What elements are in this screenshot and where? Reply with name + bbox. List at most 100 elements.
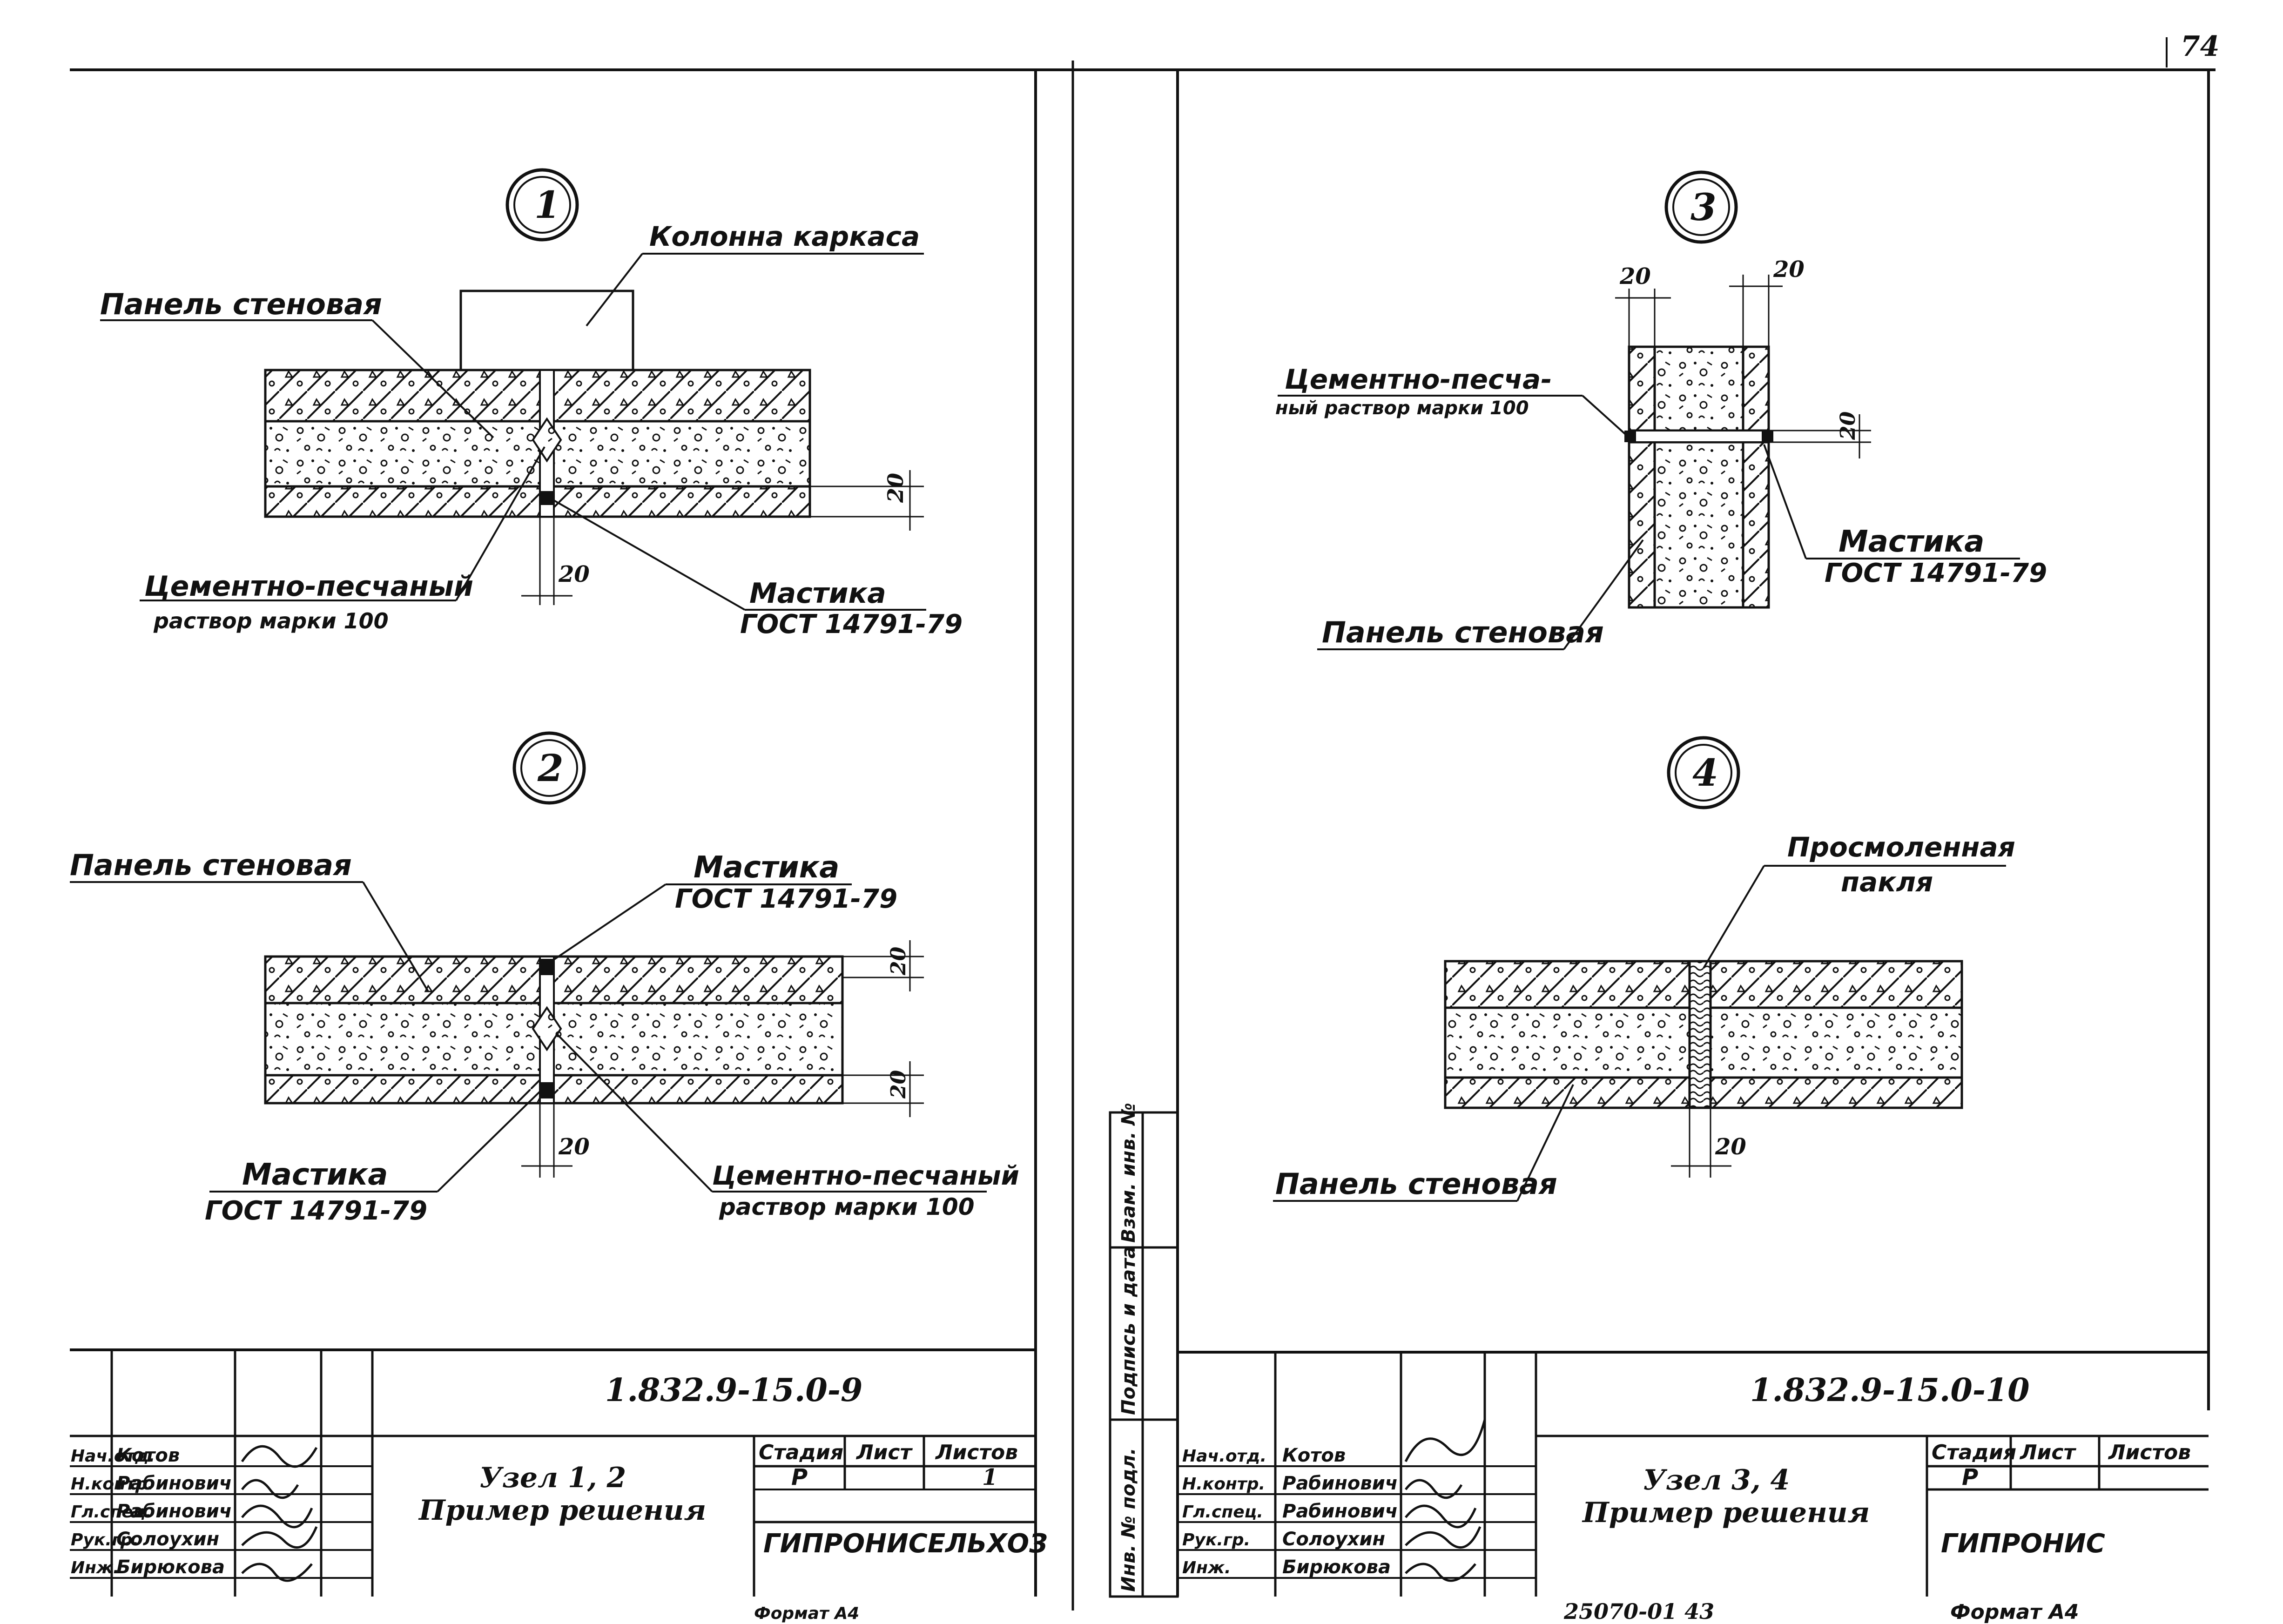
strip-sign-label: Подпись и дата (1118, 1246, 1139, 1415)
node-4-number: 4 (1692, 751, 1718, 795)
column (459, 290, 634, 371)
right-row-3-name: Рабинович (1282, 1501, 1398, 1522)
mastic-fill (540, 491, 554, 505)
left-sheet-header: Лист (855, 1441, 913, 1464)
left-sheet: 1 (982, 1464, 997, 1490)
right-row-2-name: Рабинович (1282, 1473, 1398, 1494)
mastic-fill-left (1624, 431, 1636, 442)
node-3-dim-right: 20 (1773, 256, 1805, 283)
left-row-5-role: Инж. (71, 1558, 120, 1577)
right-copy-code: 25070-01 43 (1563, 1599, 1714, 1624)
node-1-dim-vertical: 20 (883, 473, 908, 503)
node-3-dim-joint: 20 (1836, 411, 1860, 440)
strip-inv-label: Инв. № подл. (1118, 1448, 1139, 1592)
left-title-2: Пример решения (418, 1494, 706, 1527)
vertical-strip: Инв. № подл. Подпись и дата Взам. инв. № (1109, 1103, 1179, 1598)
left-row-5-name: Бирюкова (116, 1557, 225, 1578)
left-stage: Р (791, 1464, 808, 1490)
right-row-1-role: Нач.отд. (1182, 1447, 1266, 1466)
right-stage-header: Стадия (1932, 1441, 2016, 1464)
node-2-mastic-bottom-label: Мастика (242, 1158, 388, 1192)
left-stage-header: Стадия (759, 1441, 843, 1464)
node-1-mastic-gost: ГОСТ 14791-79 (740, 609, 963, 640)
strip-replace-label: Взам. инв. № (1118, 1103, 1139, 1243)
node-1-mastic-label: Мастика (749, 577, 886, 610)
node-2-number: 2 (537, 746, 564, 790)
tow-fill (1688, 960, 1712, 1109)
node-2-mastic-bottom-gost: ГОСТ 14791-79 (205, 1196, 427, 1226)
node-3-marker (1664, 170, 1738, 244)
left-row-1-name: Котов (116, 1445, 180, 1466)
left-sheets-header: Листов (935, 1441, 1018, 1464)
title-block-left: 1.832.9-15.0-9 Узел 1, 2 Пример решения … (70, 1348, 1048, 1623)
left-format: Формат А4 (754, 1604, 859, 1623)
node-3-mortar-label-1: Цементно-песча- (1285, 364, 1552, 395)
left-row-3-role: Гл.спец. (71, 1503, 152, 1522)
right-title-1: Узел 3, 4 (1643, 1464, 1790, 1496)
node-4-marker (1667, 736, 1740, 809)
node-1: 1 Колонна каркаса Панель стеновая Цемент… (100, 168, 963, 640)
mortar-fill-2 (532, 1006, 562, 1051)
mastic-fill-top (540, 959, 554, 975)
node-1-dim-joint: 20 (558, 561, 590, 587)
left-row-2-name: Рабинович (116, 1473, 232, 1494)
right-row-4-name: Солоухин (1282, 1529, 1385, 1550)
node-2-mortar-label-2: раствор марки 100 (719, 1193, 975, 1220)
right-row-3-role: Гл.спец. (1182, 1503, 1263, 1522)
left-row-2-role: Н.контр. (71, 1475, 154, 1494)
left-row-3-name: Рабинович (116, 1501, 232, 1522)
column-label: Колонна каркаса (649, 221, 920, 252)
right-row-2-role: Н.контр. (1182, 1475, 1265, 1494)
node-4-tow-label-2: пакля (1841, 866, 1933, 898)
node-2-dim-bottom: 20 (887, 1070, 910, 1099)
node-4-dim-joint: 20 (1715, 1134, 1746, 1160)
node-2-panel-label: Панель стеновая (70, 848, 352, 882)
node-2-marker (512, 731, 586, 805)
node-3-panel-label: Панель стеновая (1322, 615, 1604, 649)
node-1-panel-label: Панель стеновая (100, 287, 382, 321)
right-sheet-header: Лист (2019, 1441, 2076, 1464)
node-1-mortar-label-2: раствор марки 100 (153, 608, 389, 633)
node-2-dim-top: 20 (887, 946, 910, 976)
node-4-tow-label-1: Просмоленная (1787, 831, 2015, 863)
node-2: 2 Панель стеновая Мастика ГОСТ 14791-79 … (70, 731, 1019, 1226)
mastic-fill-bottom (540, 1082, 554, 1098)
node-3-mastic-gost: ГОСТ 14791-79 (1825, 558, 2047, 588)
node-3: 3 20 20 20 Цементно-песча- ный раствор м… (1275, 170, 2047, 650)
mastic-fill-right (1762, 431, 1773, 442)
node-2-mastic-top-label: Мастика (694, 850, 839, 885)
left-doc-number: 1.832.9-15.0-9 (605, 1372, 862, 1409)
node-4: 4 Просмоленная пакля Панель стеновая 20 (1273, 736, 2015, 1202)
node-2-mastic-top-gost: ГОСТ 14791-79 (675, 884, 897, 914)
node-3-mastic-label: Мастика (1839, 525, 1984, 559)
left-signatures (241, 1445, 318, 1582)
node-4-panel-label: Панель стеновая (1275, 1167, 1557, 1201)
right-org: ГИПРОНИС (1941, 1529, 2105, 1559)
node-2-dim-joint: 20 (558, 1134, 590, 1160)
left-row-1-role: Нач.отд. (71, 1447, 155, 1466)
left-row-4-role: Рук.гр. (71, 1530, 139, 1550)
left-row-4-name: Солоухин (116, 1529, 219, 1550)
right-doc-number: 1.832.9-15.0-10 (1750, 1372, 2030, 1409)
node-1-marker (505, 168, 579, 242)
right-title-2: Пример решения (1582, 1496, 1870, 1529)
horizontal-joint (1628, 430, 1770, 443)
right-signatures (1404, 1419, 1486, 1582)
right-stage: Р (1962, 1464, 1978, 1490)
right-row-5-name: Бирюкова (1282, 1557, 1391, 1578)
node-1-mortar-label-1: Цементно-песчаный (144, 570, 473, 603)
title-block-right: 1.832.9-15.0-10 Узел 3, 4 Пример решения… (1178, 1351, 2209, 1624)
node-3-number: 3 (1690, 185, 1717, 229)
right-row-5-role: Инж. (1182, 1558, 1231, 1577)
right-sheets-header: Листов (2108, 1441, 2191, 1464)
node-3-mortar-label-2: ный раствор марки 100 (1275, 398, 1529, 419)
right-row-1-name: Котов (1282, 1445, 1346, 1466)
left-org: ГИПРОНИСЕЛЬХОЗ (763, 1529, 1048, 1559)
node-2-mortar-label-1: Цементно-песчаный (712, 1161, 1019, 1191)
node-3-dim-left: 20 (1619, 263, 1651, 290)
page-number: 74 (2181, 30, 2220, 63)
mortar-fill (532, 417, 562, 463)
left-title-1: Узел 1, 2 (479, 1462, 626, 1494)
right-format: Формат А4 (1950, 1600, 2079, 1624)
